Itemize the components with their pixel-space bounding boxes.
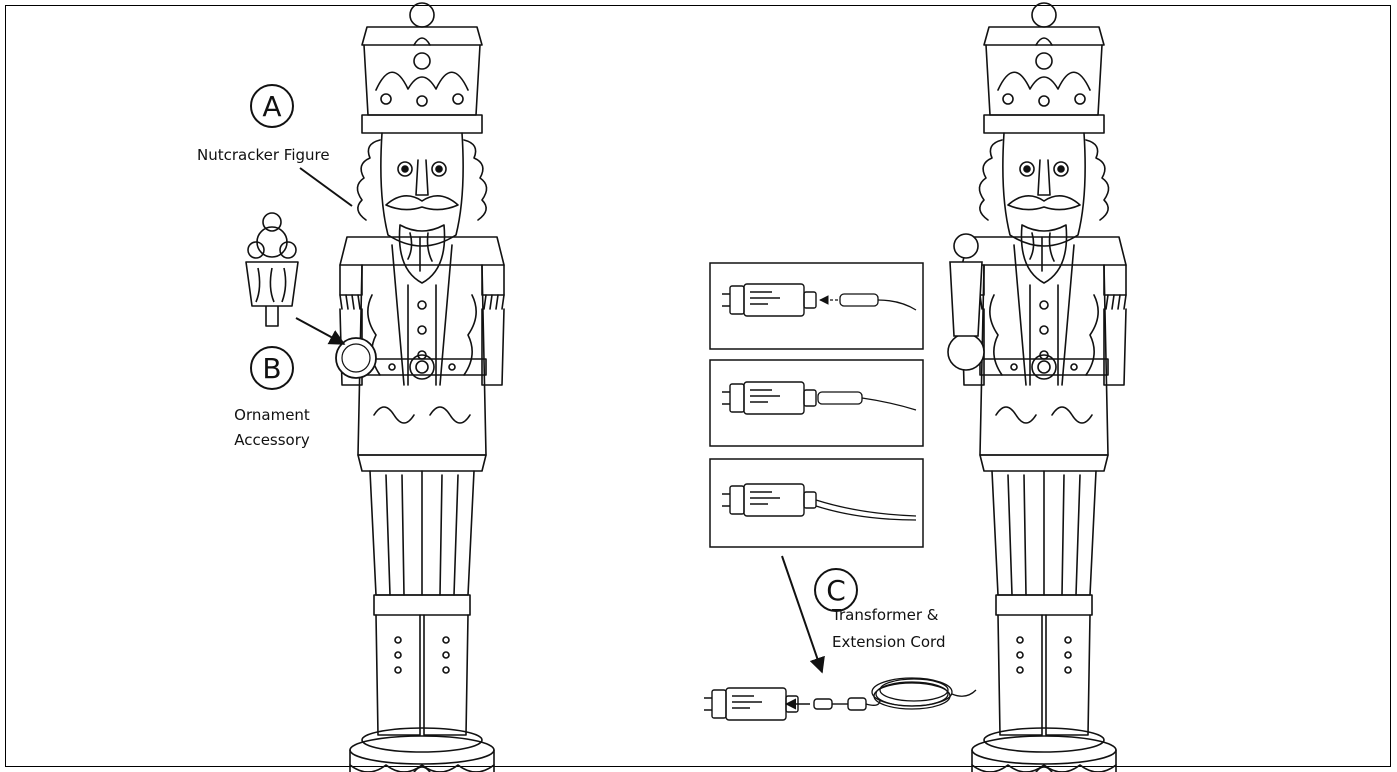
nutcracker-figure-left	[340, 3, 504, 772]
part-label-c-line2: Extension Cord	[832, 633, 945, 652]
part-letter-a: A	[250, 84, 294, 128]
pointer-line-a	[300, 168, 352, 206]
part-label-b-line1: Ornament	[232, 406, 312, 425]
nutcracker-figure-right	[962, 3, 1126, 772]
transformer-plug	[704, 688, 798, 720]
part-label-b: Ornament Accessory	[232, 406, 312, 450]
part-label-c: Transformer & Extension Cord	[832, 606, 945, 652]
pointer-arrow-b	[296, 318, 344, 344]
extension-cord-coil	[866, 678, 976, 709]
pointer-arrow-c	[782, 556, 822, 672]
plug-connector-insets	[710, 263, 923, 547]
part-label-c-line1: Transformer &	[832, 606, 945, 625]
part-letter-b: B	[250, 346, 294, 390]
part-label-a: Nutcracker Figure	[197, 146, 330, 165]
part-label-b-line2: Accessory	[232, 431, 312, 450]
ornament-accessory-illustration	[246, 213, 298, 326]
